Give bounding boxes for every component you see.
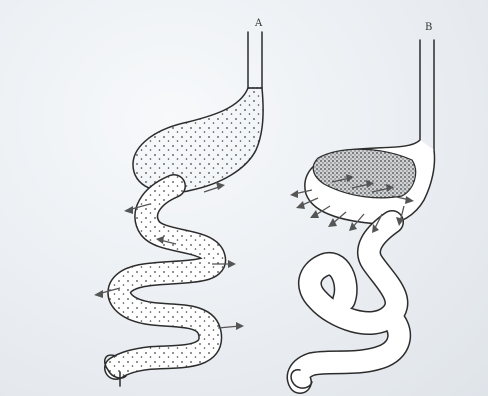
panel-a-esophagus xyxy=(248,32,262,88)
panel-a-arrow xyxy=(218,322,244,330)
panel-b xyxy=(290,40,435,388)
panel-a-label: A xyxy=(255,18,262,29)
panel-b-esophagus xyxy=(420,40,434,150)
panel-a xyxy=(94,32,263,386)
panel-a-tract xyxy=(105,88,263,386)
panel-b-tract xyxy=(291,140,434,388)
panel-a-stomach xyxy=(133,88,263,193)
panel-b-label: B xyxy=(425,22,432,33)
